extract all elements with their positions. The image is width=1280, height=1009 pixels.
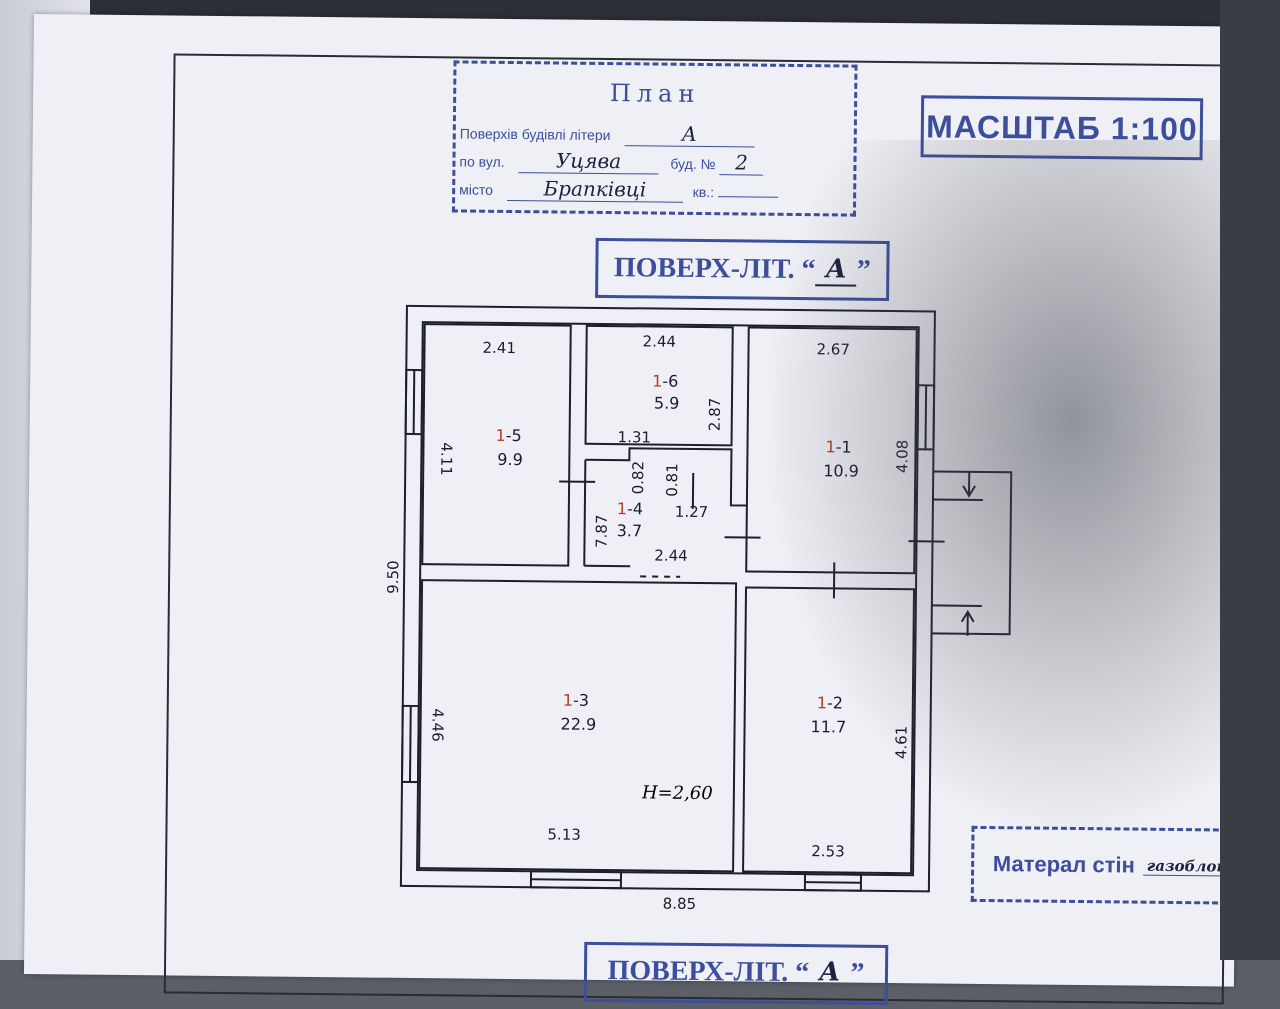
background-desk-right: [1220, 0, 1280, 960]
room-1-4-id: 1-4: [617, 499, 643, 518]
room-1-1-area: 10.9: [823, 461, 859, 480]
room-1-6-top-dim: 2.44: [643, 332, 677, 350]
room-1-5-side-dim: 4.11: [437, 442, 455, 476]
room-1-2-side-dim: 4.61: [892, 726, 910, 760]
room-1-4-dim-2: 0.82: [629, 461, 647, 495]
window-bottom-left-line: [531, 879, 621, 880]
window-bottom-right-line: [805, 882, 861, 883]
room-1-4-dim-6: 7.87: [592, 514, 610, 548]
window-left-bottom-line: [410, 706, 411, 782]
room-1-2-area: 11.7: [810, 717, 846, 736]
ceiling-height: Н=2,60: [641, 782, 713, 804]
room-1-4-area: 3.7: [617, 521, 643, 540]
room-1-6-area: 5.9: [654, 394, 680, 413]
room-1-4-dim-1: 1.31: [618, 428, 652, 446]
room-1-5-id: 1-5: [496, 426, 522, 445]
room-1-2-id: 1-2: [817, 693, 843, 712]
entrance-porch: [932, 471, 1012, 634]
total-width-dim: 8.85: [663, 895, 697, 913]
porch-step-1: [933, 499, 983, 500]
room-1-3-area: 22.9: [560, 715, 596, 734]
walls: [401, 306, 1013, 892]
room-1-4-dim-4: 1.27: [675, 503, 709, 521]
room-1-4-wall-left: [584, 460, 585, 566]
room-1-1-side-dim: 4.08: [893, 440, 911, 474]
room-1-4-dim-3: 0.81: [663, 463, 681, 497]
room-1-6-id: 1-6: [652, 371, 678, 390]
room-1-5-top-dim: 2.41: [482, 339, 516, 357]
room-1-2-bottom-dim: 2.53: [811, 842, 845, 860]
window-right-top-line: [925, 385, 926, 449]
floor-plan-drawing: 2.41 4.11 1-5 9.9 2.44 1-6 5.9 2.87 2.67…: [24, 14, 1244, 987]
room-1-4-dim-5: 2.44: [654, 547, 688, 565]
window-left-top-line: [414, 370, 415, 434]
room-1-6-side-dim: 2.87: [706, 398, 724, 432]
room-1-1-top-dim: 2.67: [816, 340, 850, 358]
total-height-dim: 9.50: [384, 560, 402, 594]
room-1-1-id: 1-1: [825, 437, 851, 456]
room-1-5-area: 9.9: [497, 450, 523, 469]
room-1-3-side-dim: 4.46: [428, 708, 446, 742]
document-sheet: План Поверхів будівлі літери А по вул. У…: [24, 14, 1244, 987]
room-1-3-bottom-dim: 5.13: [547, 825, 581, 843]
porch-step-2: [932, 605, 982, 606]
room-1-3-id: 1-3: [563, 691, 589, 710]
